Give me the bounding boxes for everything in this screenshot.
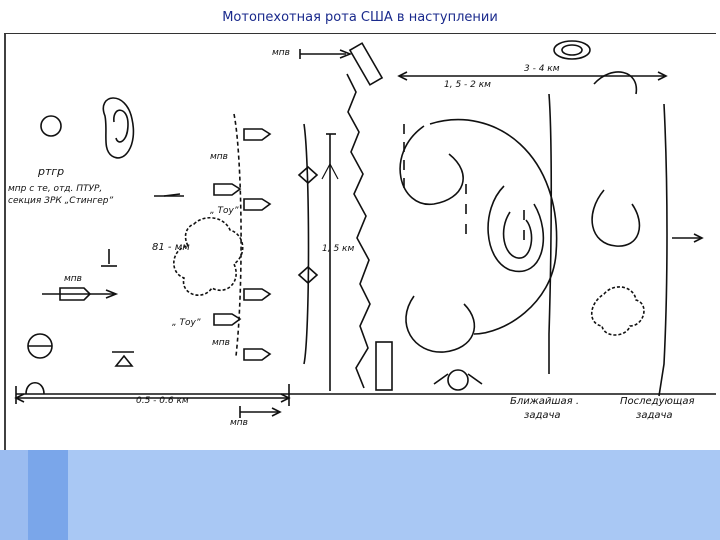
tou-symbol-1 [213,183,242,196]
footer-block-left [0,450,28,540]
attack-arc-3 [591,189,641,247]
label-tou-1: „ Тоу” [210,206,239,216]
label-near-task-1: Ближайшая . [510,396,580,407]
phase-line-2 [658,103,668,397]
minefield-bottom [375,341,393,391]
footer-band [0,450,720,540]
label-3-4-km: 3 - 4 км [524,64,560,74]
label-mpb-top: мпв [272,48,290,58]
mpb-left-symbol [59,287,92,301]
tactical-diagram: мпв 3 - 4 км 1, 5 - 2 км ртгр мпв мпр с … [4,33,716,451]
footer-block-accent [28,450,68,540]
label-81mm: 81 - мм [152,242,190,253]
81mm-area [173,217,244,297]
top-right-ellipse [553,40,591,60]
objective-contour-2 [502,211,533,259]
wire-obstacle [346,73,371,389]
slide-title: Мотопехотная рота США в наступлении [222,10,498,25]
diagram-drawing [4,34,716,451]
objective-blob [590,286,645,336]
column-line [303,123,310,365]
attack-arc-2 [405,295,476,353]
vehicle-oval [447,369,469,391]
attack-arc-4 [593,71,638,95]
label-mpb-left3: мпв [212,338,230,348]
bottom-left-arc [25,381,45,395]
mpb-bottom-arrowhead [271,407,282,417]
rtgr-circle [40,115,62,137]
phase-line-1 [548,93,553,374]
label-mpr-line1: мпр с те, отд. ПТУР, [8,184,103,194]
label-0-5-0-6-km: 0.5 - 0.6 км [136,396,189,406]
label-next-task-2: задача [636,410,673,421]
unit-symbol-4 [243,348,272,361]
label-1-5-2-km: 1, 5 - 2 км [444,80,491,90]
objective-contour-1 [487,185,545,273]
terrain-contour-outer [102,97,135,159]
label-mpr-line2: секция ЗРК „Стингер” [8,196,114,206]
label-next-task-1: Последующая [620,396,695,407]
label-near-task-2: задача [524,410,561,421]
dim-arrowhead-left [397,71,408,81]
attack-arc-1 [399,125,464,205]
minefield-top [348,42,384,86]
mpb-top-arrowhead [339,49,353,59]
label-mpb-bottom: мпв [230,418,248,428]
label-mpb-left2: мпв [64,274,82,284]
label-1-5-km: 1, 5 км [322,244,355,254]
label-mpb-left1: мпв [210,152,228,162]
diamond-2 [297,265,319,285]
maneuver-route [429,118,558,335]
diamond-1 [297,165,319,185]
dim-arrowhead-right [657,71,668,81]
tou-symbol-2 [213,313,242,326]
column-dashed-line [233,113,242,357]
unit-symbol-2 [243,198,272,211]
terrain-contour-inner [113,109,129,143]
unit-symbol-3 [243,288,272,301]
mortar-symbol [114,354,134,367]
dim-arrow-up [321,162,339,180]
label-tou-2: „ Тоу” [172,318,201,328]
label-rtgr: ртгр [38,165,65,178]
unit-symbol-1 [243,128,272,141]
mpb-left-arrowhead [105,289,119,299]
